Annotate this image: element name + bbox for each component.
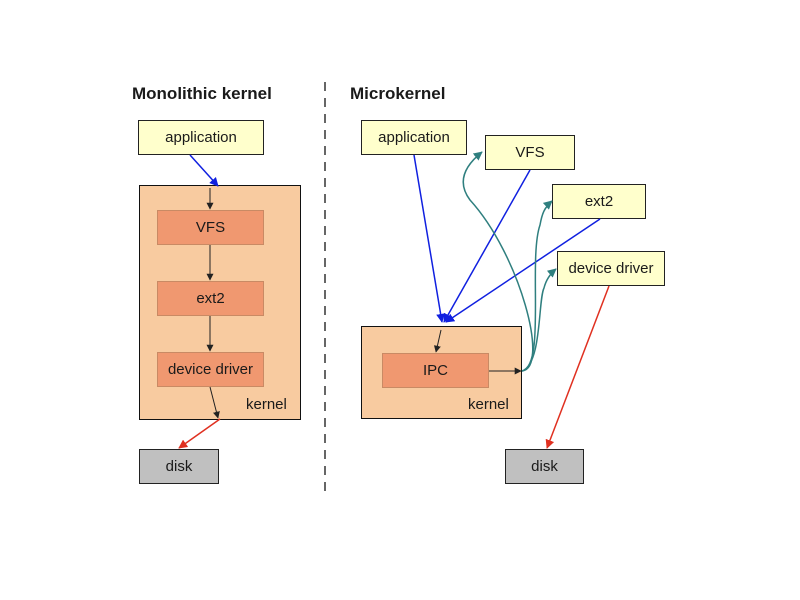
microkernel-title: Microkernel [350, 84, 446, 103]
micro-ext2-to-kernel-arrow [445, 218, 601, 323]
mono-device-driver-box: device driver [157, 352, 264, 387]
mono-app-to-kernel-arrow [189, 154, 219, 187]
mono-vfs-box: VFS [157, 210, 264, 245]
mono-application-box: application [138, 120, 264, 155]
micro-application-box: application [361, 120, 467, 155]
mono-kernel-to-disk-arrow [178, 418, 221, 449]
micro-disk-box: disk [505, 449, 584, 484]
micro-ipc-to-ext2-arrow [521, 200, 553, 372]
micro-vfs-box: VFS [485, 135, 575, 170]
micro-kernel-to-ipc-arrow [433, 329, 442, 353]
micro-ext2-box: ext2 [552, 184, 646, 219]
micro-vfs-to-kernel-arrow [443, 169, 531, 323]
micro-app-to-kernel-arrow [413, 154, 446, 323]
micro-device-driver-box: device driver [557, 251, 665, 286]
micro-driver-to-disk-arrow [545, 285, 610, 449]
mono-disk-box: disk [139, 449, 219, 484]
monolithic-title: Monolithic kernel [132, 84, 272, 103]
mono-ext2-box: ext2 [157, 281, 264, 316]
micro-ipc-box: IPC [382, 353, 489, 388]
mono-driver-to-kernel-edge-arrow [209, 386, 220, 419]
micro-ipc-to-driver-arrow [521, 268, 557, 372]
mono-kernel-label: kernel [246, 396, 287, 413]
micro-kernel-label: kernel [468, 396, 509, 413]
